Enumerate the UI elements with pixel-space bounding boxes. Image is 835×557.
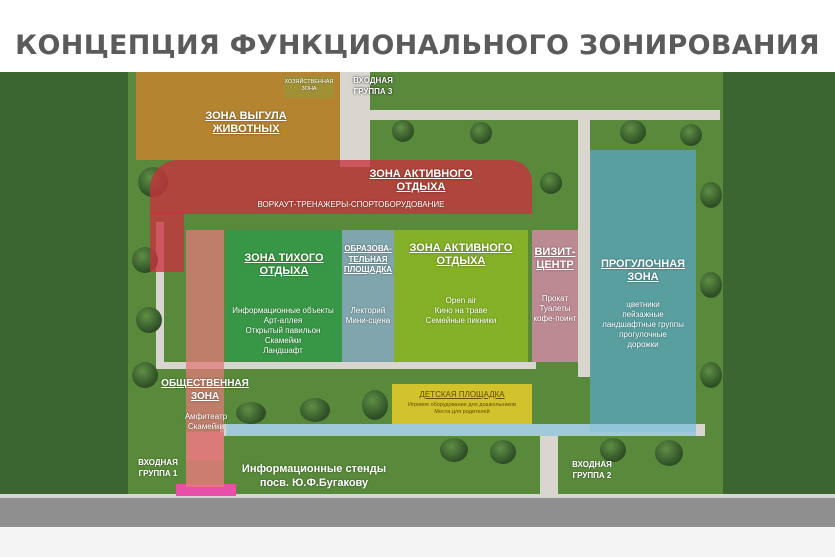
label-public-item-2: Скамейки <box>187 422 225 431</box>
zone-walk <box>590 150 696 432</box>
zone-active-top <box>150 160 532 214</box>
entrance1-path <box>186 432 224 487</box>
label-quiet-item-3: Открытый павильон <box>245 326 321 335</box>
label-walk-item-1: цветники <box>626 300 660 309</box>
tree <box>700 362 722 388</box>
label-walk-item-4: прогулочные <box>619 330 667 339</box>
path-left-ring <box>156 222 164 367</box>
label-walk-item-5: дорожки <box>627 340 659 349</box>
path-entrance2 <box>540 432 558 498</box>
label-quiet-item-4: Скамейки <box>264 336 302 345</box>
label-active-top: ЗОНА АКТИВНОГО ОТДЫХА <box>369 168 473 193</box>
label-public-item-1: Амфитеатр <box>184 412 228 421</box>
label-kids-item-2: Места для родителей <box>434 409 490 415</box>
label-kids-item-1: Игровое оборудование для дошкольников <box>408 402 516 408</box>
road <box>0 497 835 527</box>
label-entrance2: ВХОДНАЯ ГРУППА 2 <box>572 460 612 480</box>
label-info-stands: Информационные стенды посв. Ю.Ф.Бугакову <box>241 463 387 489</box>
label-quiet: ЗОНА ТИХОГО ОТДЫХА <box>244 252 324 277</box>
label-education-item-2: Мини-сцена <box>345 316 391 325</box>
tree <box>600 438 626 462</box>
zone-public <box>186 230 224 460</box>
label-quiet-item-1: Информационные объекты <box>232 306 334 315</box>
site-plan-map: ХОЗЯЙСТВЕННАЯ ЗОНА ВХОДНАЯ ГРУППА 3 ЗОНА… <box>0 72 835 527</box>
label-visit-item-1: Прокат <box>541 294 569 303</box>
tree <box>680 124 702 146</box>
tree <box>700 182 722 208</box>
zone-quiet <box>226 230 342 362</box>
label-education-item-1: Лекторий <box>350 306 386 315</box>
label-public: ОБЩЕСТВЕННАЯ ЗОНА <box>161 378 249 402</box>
path-ring-bottom <box>156 362 536 369</box>
walk-strip <box>226 424 696 436</box>
label-household: ХОЗЯЙСТВЕННАЯ ЗОНА <box>284 79 334 92</box>
bottom-strip <box>0 527 835 557</box>
zone-active-ring-left <box>150 212 184 272</box>
label-quiet-item-5: Ландшафт <box>263 346 303 355</box>
tree <box>132 362 158 388</box>
zone-visit <box>532 230 578 362</box>
label-active-mid-item-2: Кино на траве <box>434 306 488 315</box>
path-right-vertical <box>578 117 590 377</box>
label-active-top-items: ВОРКАУТ-ТРЕНАЖЕРЫ-СПОРТОБОРУДОВАНИЕ <box>257 200 445 209</box>
tree <box>655 440 683 466</box>
tree <box>392 120 414 142</box>
tree <box>700 272 722 298</box>
tree <box>362 390 388 420</box>
label-education: ОБРАЗОВА-ТЕЛЬНАЯ ПЛОЩАДКА <box>343 244 393 274</box>
tree <box>490 440 516 464</box>
path-top-horizontal <box>370 110 720 120</box>
label-visit: ВИЗИТ-ЦЕНТР <box>534 246 576 271</box>
zone-kids <box>392 384 532 424</box>
entrance1-marker <box>176 484 236 496</box>
label-quiet-item-2: Арт-аллея <box>263 316 303 325</box>
label-visit-item-3: кофе-поинт <box>533 314 577 323</box>
tree <box>470 122 492 144</box>
page-title: КОНЦЕПЦИЯ ФУНКЦИОНАЛЬНОГО ЗОНИРОВАНИЯ <box>15 30 820 61</box>
label-walk-item-2: пейзажные <box>622 310 664 319</box>
label-walk-item-3: ландшафтные группы <box>602 320 684 329</box>
zone-active-mid <box>394 230 528 362</box>
label-entrance3: ВХОДНАЯ ГРУППА 3 <box>353 76 393 96</box>
tree <box>136 307 162 333</box>
tree <box>236 402 266 424</box>
label-entrance1: ВХОДНАЯ ГРУППА 1 <box>138 458 178 478</box>
label-visit-item-2: Туалеты <box>539 304 571 313</box>
zone-household <box>284 76 334 98</box>
path-top-vertical <box>340 72 370 167</box>
label-walk: ПРОГУЛОЧНАЯ ЗОНА <box>600 258 686 283</box>
label-animals: ЗОНА ВЫГУЛА ЖИВОТНЫХ <box>205 110 287 135</box>
tree <box>620 120 646 144</box>
tree <box>540 172 562 194</box>
tree <box>440 438 468 462</box>
label-active-mid-item-3: Семейные пикники <box>425 316 497 325</box>
road-edge <box>0 494 835 498</box>
zone-education <box>342 230 394 362</box>
tree <box>300 398 330 422</box>
label-active-mid-item-1: Open air <box>445 296 477 305</box>
label-active-mid: ЗОНА АКТИВНОГО ОТДЫХА <box>409 242 513 267</box>
label-kids: ДЕТСКАЯ ПЛОЩАДКА <box>419 390 505 399</box>
zone-animals <box>136 72 340 160</box>
